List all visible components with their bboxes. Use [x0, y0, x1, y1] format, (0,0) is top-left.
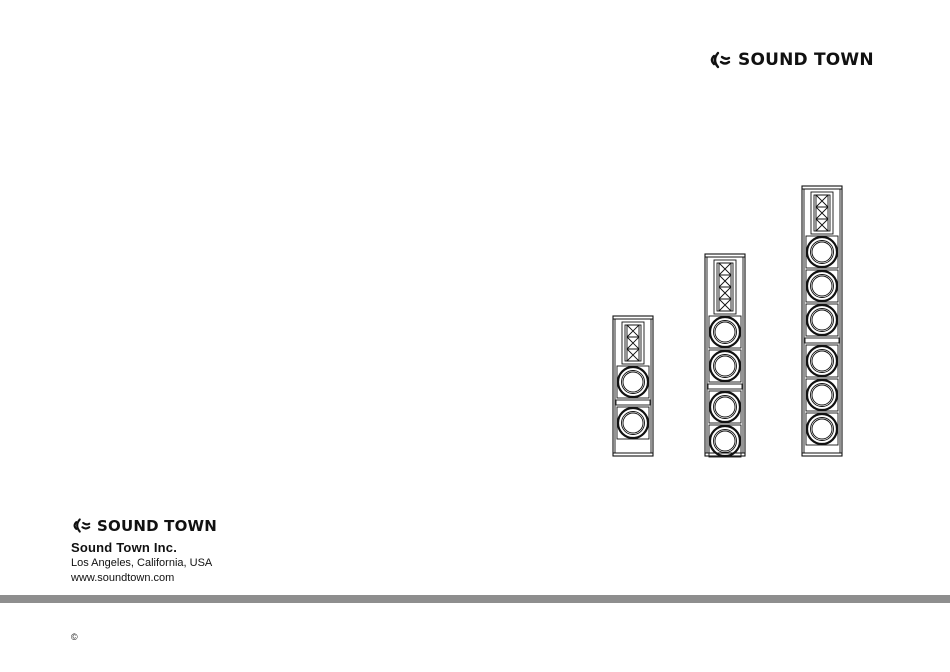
brand-name: SOUND TOWN — [97, 517, 217, 535]
footer-divider-bar — [0, 595, 950, 603]
speaker-column-large — [802, 186, 842, 456]
brand-name: SOUND TOWN — [738, 50, 874, 70]
line-array-speakers-illustration — [605, 180, 850, 462]
company-name: Sound Town Inc. — [71, 540, 177, 555]
company-website: www.soundtown.com — [71, 572, 174, 584]
copyright-symbol: © — [71, 632, 78, 642]
sound-wave-logo-icon — [708, 49, 732, 71]
sound-wave-logo-icon — [71, 516, 92, 535]
speaker-column-small — [613, 316, 653, 456]
header-logo: SOUND TOWN — [708, 49, 874, 71]
footer-logo: SOUND TOWN — [71, 516, 217, 535]
speaker-column-medium — [705, 254, 745, 457]
company-address: Los Angeles, California, USA — [71, 557, 212, 569]
